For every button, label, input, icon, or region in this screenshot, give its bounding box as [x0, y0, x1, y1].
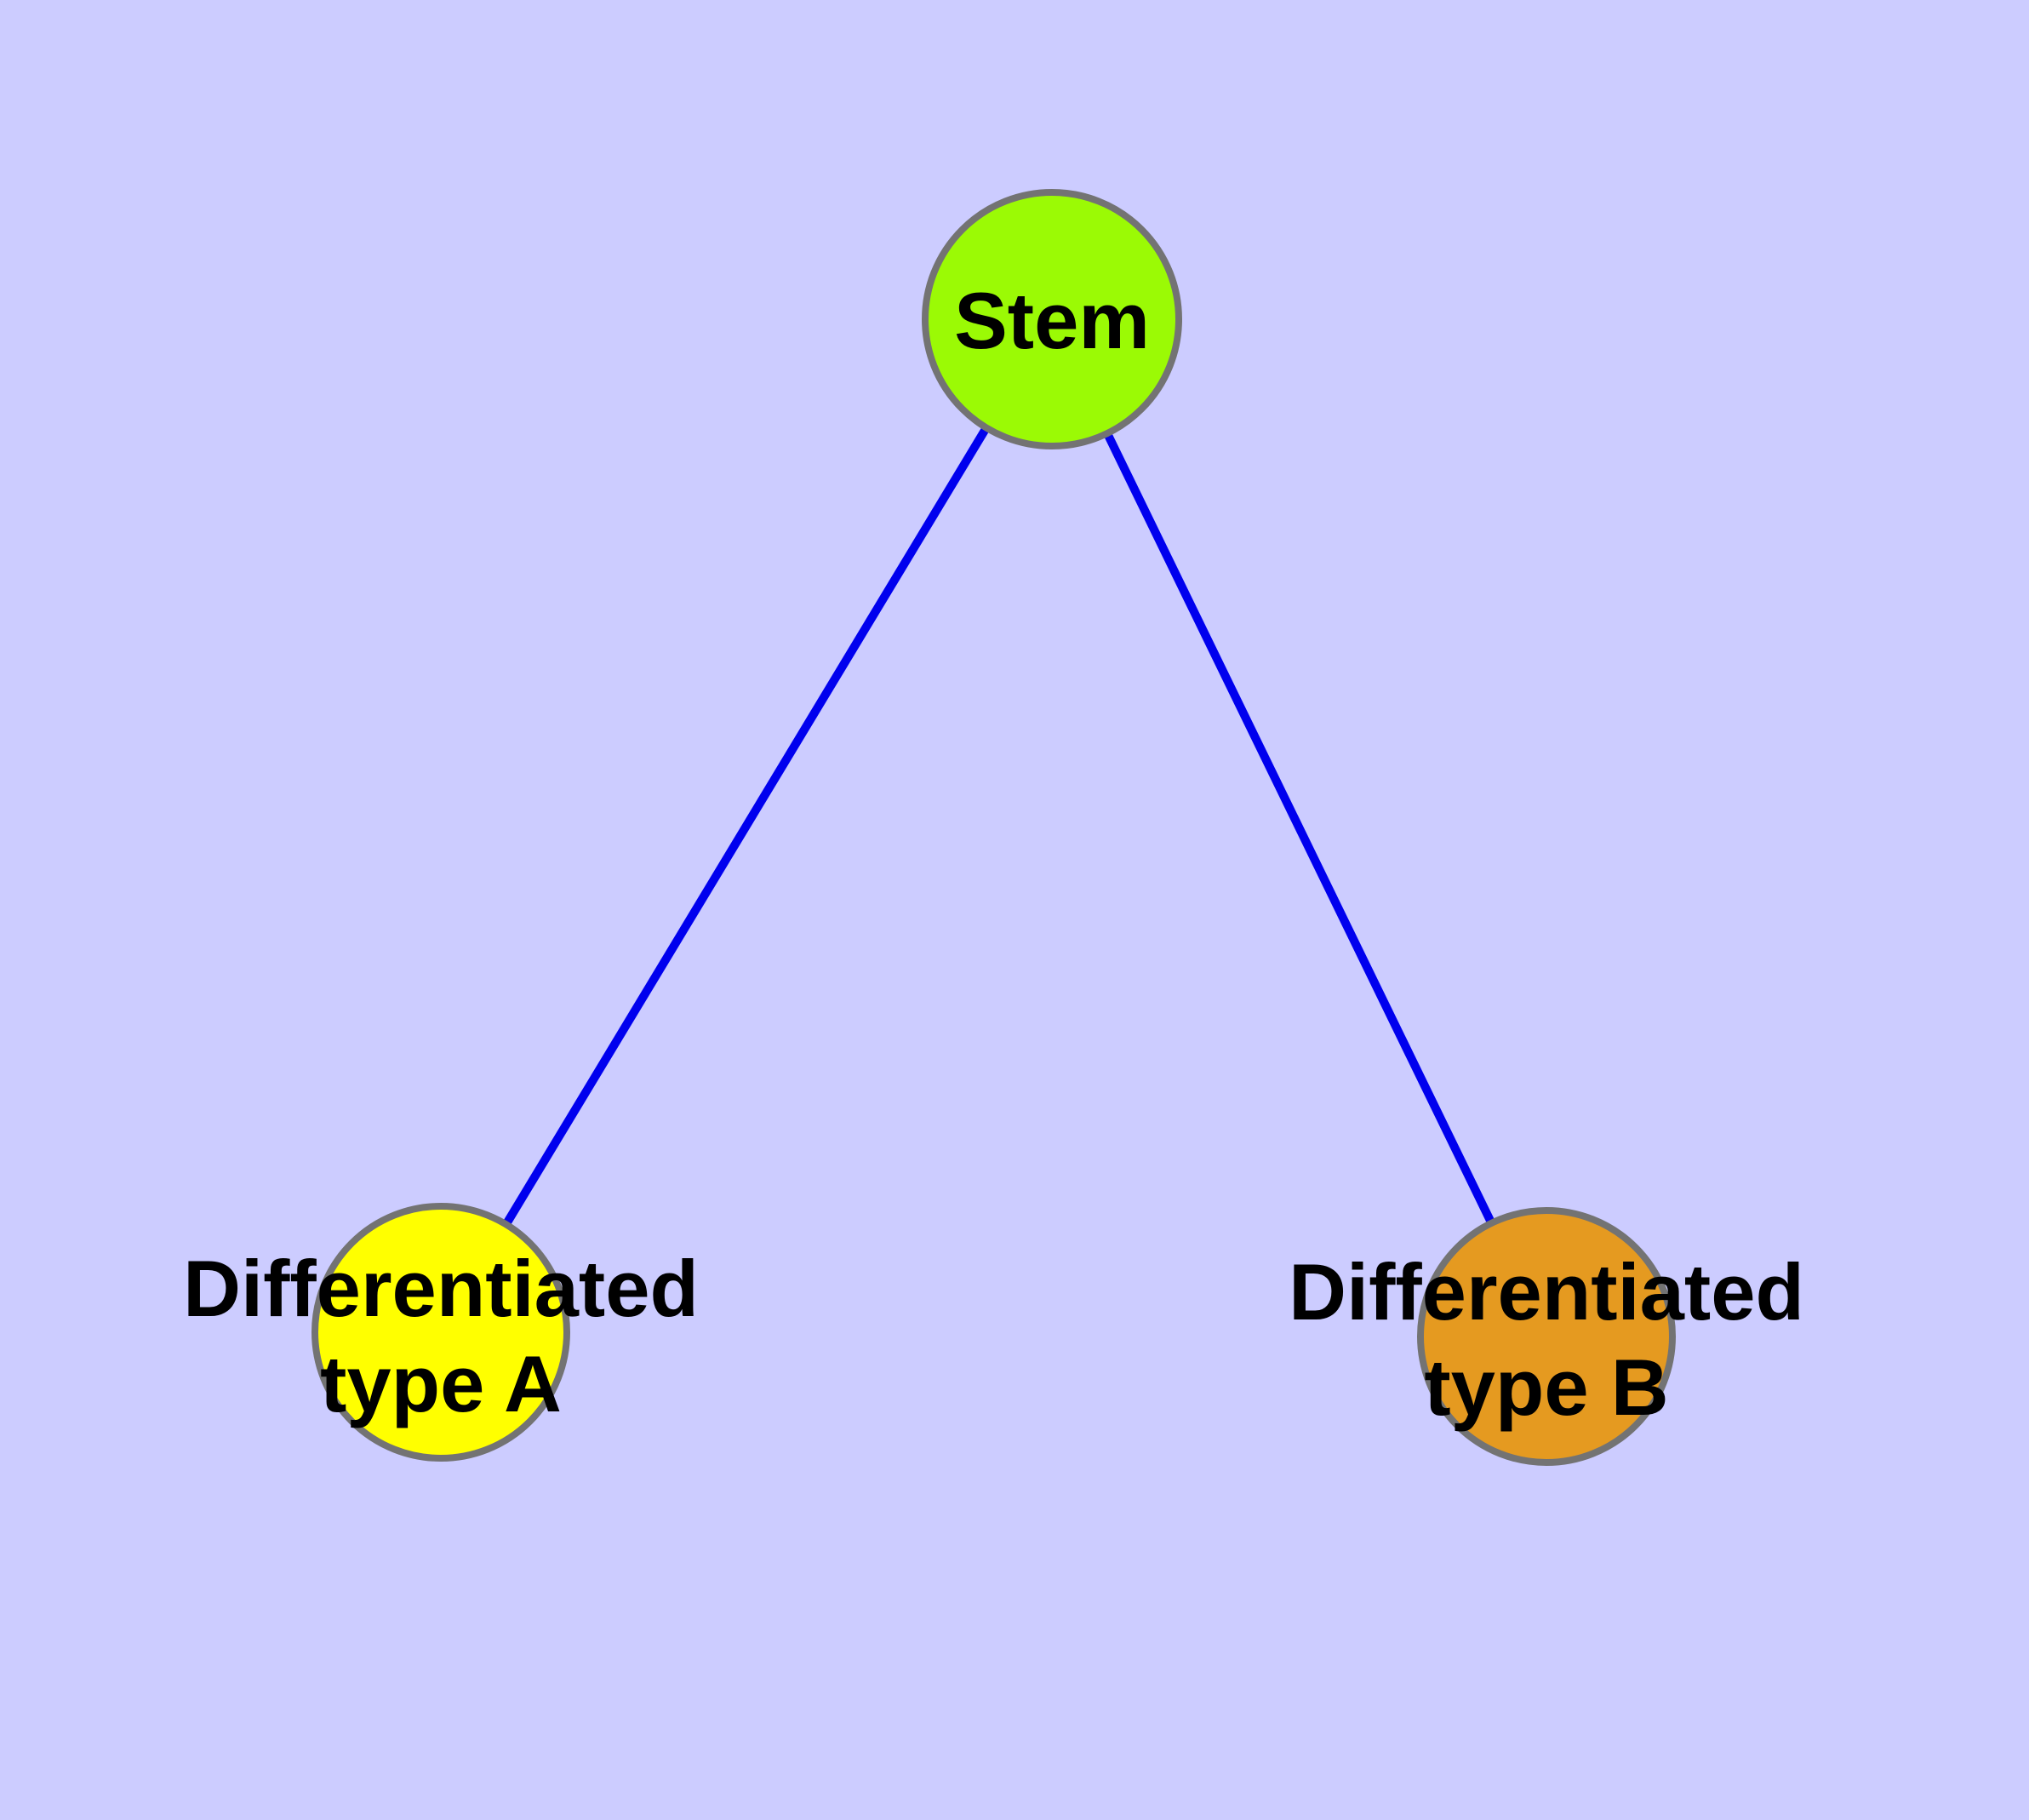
node-differentiated-type-a — [311, 1203, 570, 1462]
node-differentiated-type-b-label: Differentiated type B — [1289, 1245, 1804, 1435]
node-stem-label: Stem — [954, 273, 1150, 369]
node-stem-label-line: Stem — [954, 276, 1150, 365]
edge-stem-to-type-a — [500, 422, 992, 1229]
node-differentiated-type-a-label: Differentiated type A — [183, 1241, 699, 1432]
edge-stem-to-type-b — [1101, 427, 1497, 1228]
node-differentiated-type-b-label-line2: type B — [1424, 1342, 1669, 1432]
node-differentiated-type-b-label-line1: Differentiated — [1289, 1247, 1804, 1336]
node-differentiated-type-a-label-line1: Differentiated — [183, 1244, 699, 1333]
node-differentiated-type-b — [1417, 1207, 1676, 1466]
node-stem — [922, 189, 1182, 449]
node-differentiated-type-a-label-line2: type A — [320, 1339, 562, 1428]
